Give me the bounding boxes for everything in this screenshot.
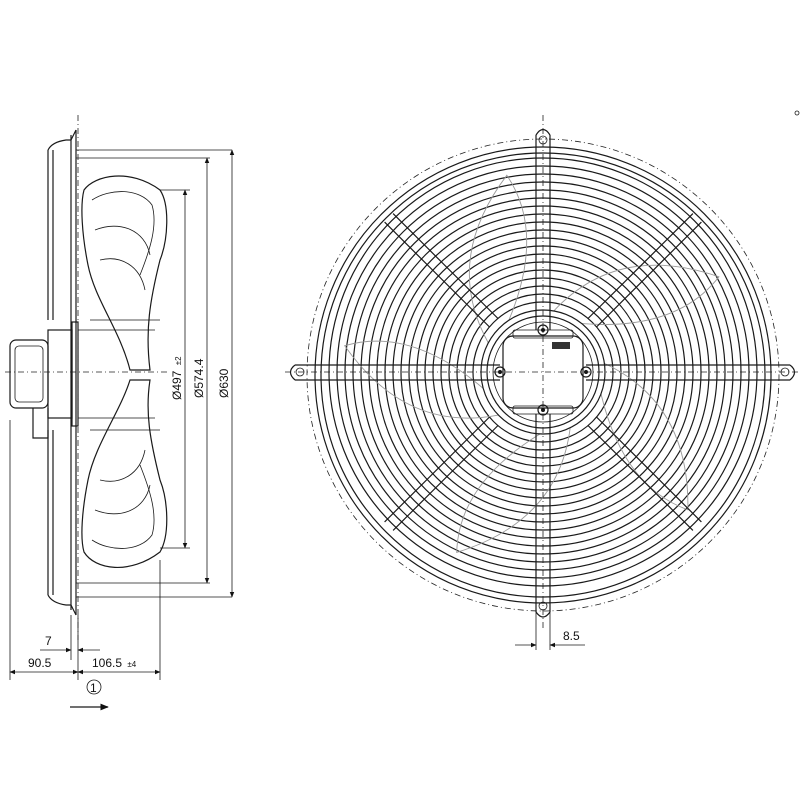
guard-spoke bbox=[384, 213, 499, 328]
dim-d497: Ø497 ±2 bbox=[170, 356, 184, 400]
callout-number: 1 bbox=[90, 681, 97, 695]
fan-blade bbox=[456, 427, 571, 554]
dim-d574: Ø574.4 bbox=[192, 358, 206, 398]
diameter-dimensions bbox=[160, 149, 235, 598]
side-frame bbox=[47, 129, 232, 616]
fan-blade bbox=[600, 362, 689, 511]
dim-106-5: 106.5 ±4 bbox=[92, 656, 137, 670]
dim-7: 7 bbox=[45, 634, 52, 648]
width-dimensions bbox=[9, 420, 161, 680]
guard-spoke bbox=[384, 416, 499, 531]
fan-blades bbox=[343, 174, 720, 554]
side-view: Ø497 ±2 Ø574.4 Ø630 7 90.5 106.5 ±4 1 bbox=[5, 115, 235, 711]
fan-blade bbox=[468, 174, 528, 344]
motor-hub bbox=[9, 321, 79, 439]
guard-spoke bbox=[587, 416, 702, 531]
dim-8-5: 8.5 bbox=[563, 629, 580, 643]
guard-spoke bbox=[587, 213, 702, 328]
fan-blade bbox=[343, 340, 499, 419]
front-view: 8.5 bbox=[285, 115, 800, 650]
guard-spokes bbox=[384, 213, 702, 531]
fan-blade bbox=[553, 264, 720, 325]
dim-d630: Ø630 bbox=[217, 368, 231, 398]
callout-circle bbox=[86, 679, 102, 695]
dim-90-5: 90.5 bbox=[28, 656, 52, 670]
side-blades bbox=[78, 175, 168, 568]
